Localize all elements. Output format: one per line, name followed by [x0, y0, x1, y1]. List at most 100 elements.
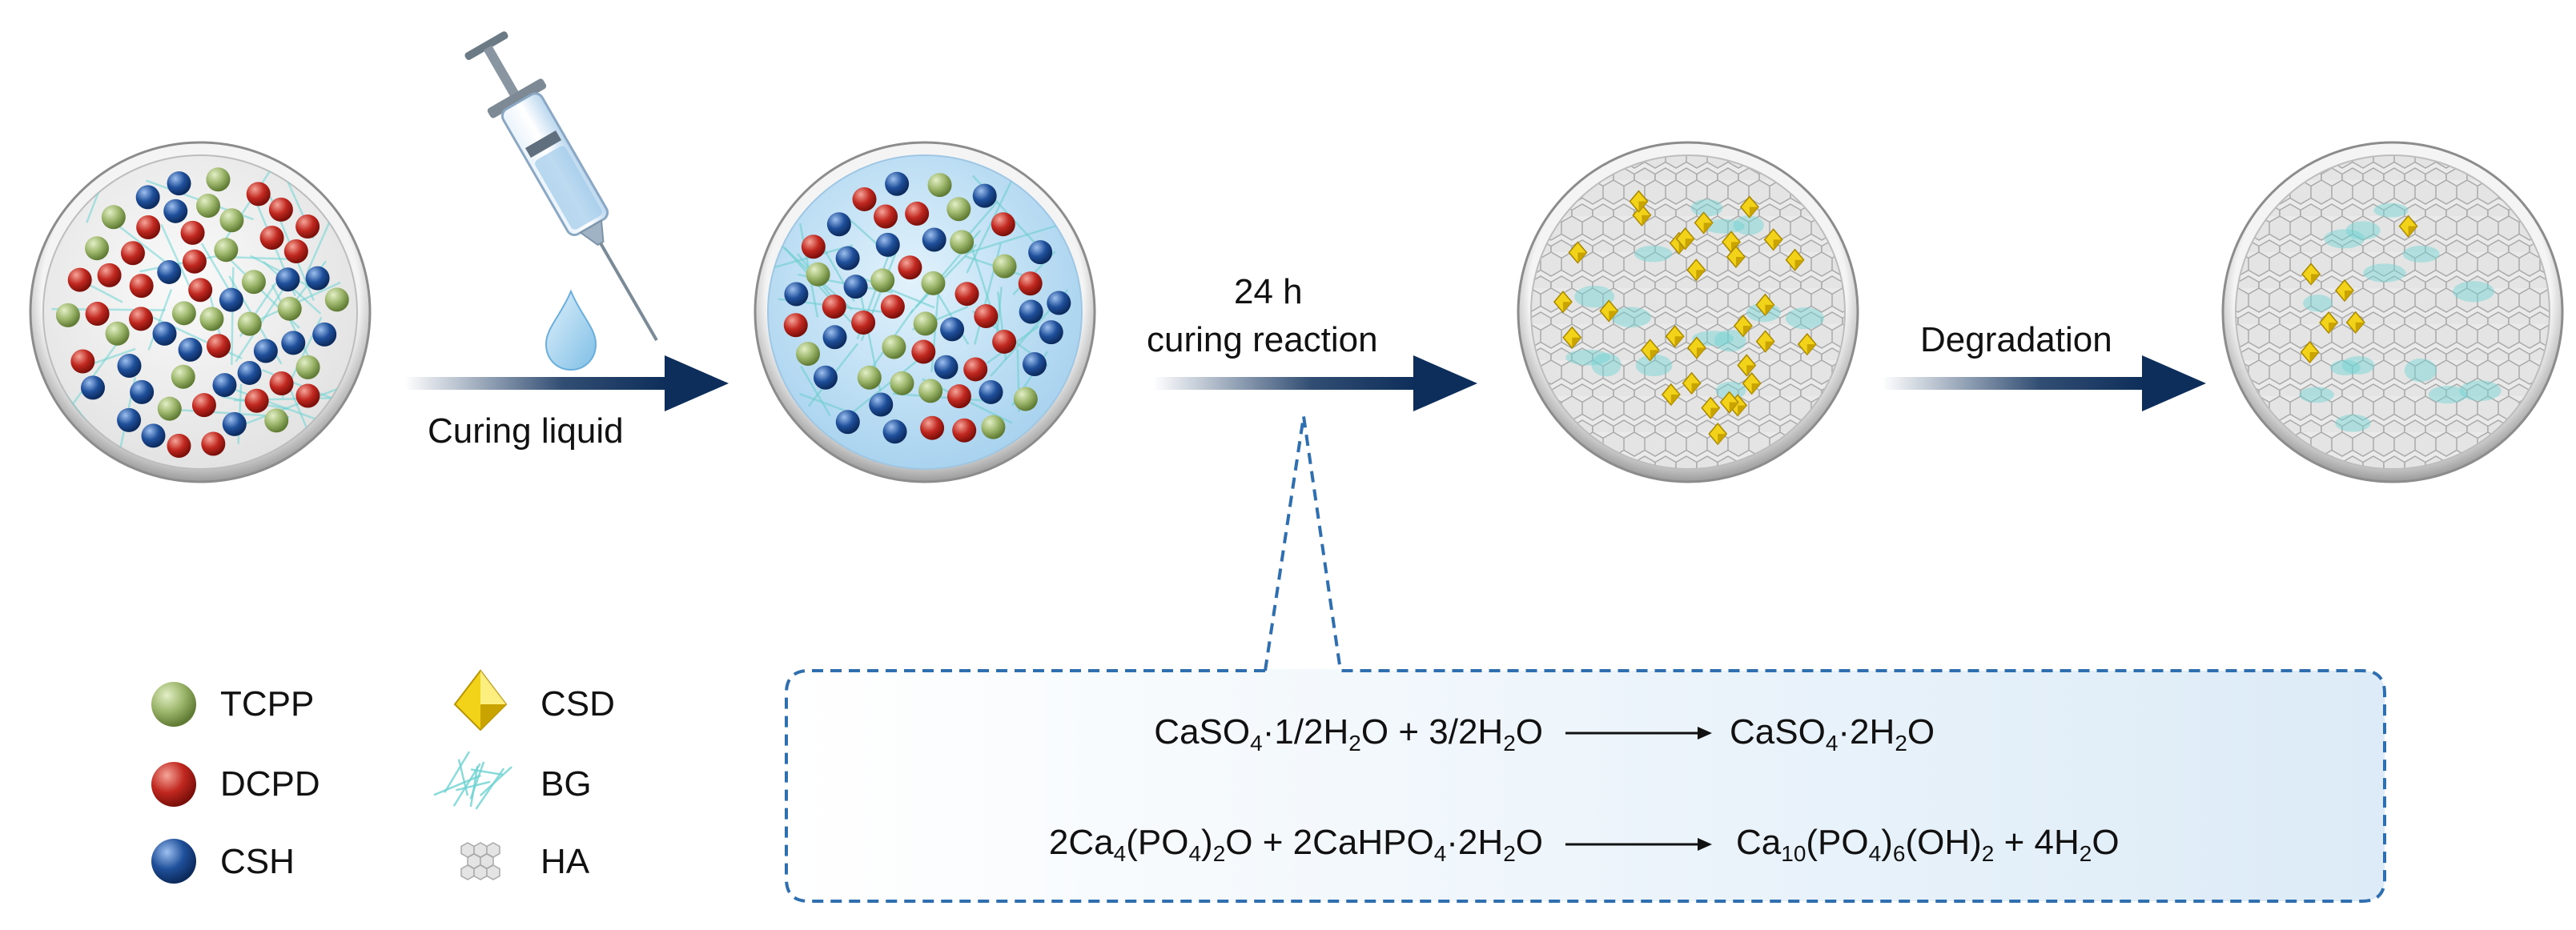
sphere-red-icon: [880, 295, 905, 319]
sphere-green-icon: [806, 262, 830, 287]
yellow-crystal-icon: [1742, 371, 1762, 395]
sphere-green-icon: [171, 301, 196, 326]
sphere-red-icon: [920, 415, 945, 440]
sphere-red-icon: [283, 239, 308, 263]
sphere-blue-icon: [1047, 291, 1071, 315]
bg-fiber: [1702, 218, 1745, 234]
sphere-blue-icon: [1019, 299, 1043, 324]
sphere-blue-icon: [152, 321, 177, 346]
sphere-blue-icon: [934, 355, 958, 379]
yellow-crystal-icon: [1797, 332, 1817, 356]
sphere-red-icon: [974, 303, 999, 328]
equation-1-products: CaSO4·2H2O: [1730, 712, 1935, 756]
sphere-green-icon: [295, 355, 320, 379]
sphere-green-icon: [151, 682, 196, 727]
sphere-blue-icon: [885, 171, 910, 196]
bg-fiber: [1634, 245, 1673, 263]
sphere-red-icon: [954, 282, 979, 307]
sphere-green-icon: [913, 311, 938, 336]
sphere-green-icon: [171, 364, 195, 389]
sphere-red-icon: [1018, 271, 1043, 296]
sphere-blue-icon: [117, 407, 142, 432]
sphere-green-icon: [796, 342, 821, 367]
step-label-curing-time: 24 h: [1234, 272, 1303, 311]
sphere-red-icon: [874, 204, 898, 229]
arrow-curing-liquid: [404, 355, 729, 411]
sphere-blue-icon: [117, 353, 142, 378]
legend-label-csh: CSH: [220, 842, 295, 881]
sphere-red-icon: [259, 226, 284, 251]
bg-fiber: [2404, 358, 2437, 383]
yellow-crystal-icon: [1785, 248, 1805, 271]
bg-fiber: [1714, 330, 1746, 352]
sphere-red-icon: [191, 393, 216, 418]
sphere-blue-icon: [281, 331, 306, 355]
yellow-crystal-icon: [1568, 241, 1588, 264]
sphere-red-icon: [188, 278, 213, 303]
sphere-green-icon: [277, 296, 302, 321]
sphere-green-icon: [927, 173, 952, 198]
sphere-red-icon: [180, 220, 205, 245]
sphere-blue-icon: [130, 379, 155, 404]
syringe-icon: [464, 31, 658, 342]
sphere-green-icon: [870, 268, 895, 293]
sphere-red-icon: [783, 313, 808, 338]
sphere-blue-icon: [940, 317, 965, 342]
sphere-green-icon: [950, 230, 975, 255]
sphere-blue-icon: [835, 246, 860, 271]
bg-fiber: [2324, 229, 2365, 249]
yellow-crystal-icon: [453, 669, 508, 732]
sphere-red-icon: [852, 186, 877, 211]
bg-fiber: [271, 284, 315, 368]
sphere-blue-icon: [979, 379, 1003, 404]
bg-fiber: [2335, 414, 2371, 432]
yellow-crystal-icon: [2335, 279, 2354, 303]
bg-fiber: [306, 218, 332, 272]
sphere-blue-icon: [212, 373, 237, 398]
yellow-crystal-icon: [2319, 311, 2339, 335]
sphere-green-icon: [882, 335, 906, 359]
dish-mixed-powder: [29, 141, 372, 483]
sphere-red-icon: [120, 241, 145, 266]
bg-fiber: [239, 385, 347, 427]
step-label-curing-liquid: Curing liquid: [428, 411, 624, 451]
gray-hexagons-icon: [460, 842, 500, 880]
legend-label-tcpp: TCPP: [220, 684, 315, 724]
sphere-blue-icon: [135, 185, 160, 210]
sphere-blue-icon: [237, 360, 262, 385]
sphere-red-icon: [295, 383, 320, 408]
sphere-red-icon: [992, 329, 1017, 354]
yellow-crystal-icon: [1694, 211, 1714, 235]
yellow-crystal-icon: [1737, 354, 1757, 377]
sphere-blue-icon: [882, 419, 907, 444]
sphere-blue-icon: [1023, 352, 1047, 377]
legend-label-ha: HA: [541, 842, 590, 881]
sphere-green-icon: [214, 238, 239, 263]
sphere-green-icon: [946, 197, 971, 222]
yellow-crystal-icon: [2300, 340, 2320, 364]
sphere-green-icon: [992, 254, 1017, 279]
sphere-blue-icon: [784, 282, 809, 307]
legend-label-csd: CSD: [541, 684, 615, 724]
sphere-green-icon: [55, 303, 80, 327]
sphere-blue-icon: [922, 227, 946, 252]
sphere-blue-icon: [163, 198, 188, 223]
sphere-red-icon: [129, 274, 154, 299]
bg-fiber: [2299, 387, 2334, 403]
sphere-blue-icon: [222, 411, 247, 436]
bg-fiber: [2453, 281, 2495, 303]
sphere-red-icon: [905, 201, 930, 226]
yellow-crystal-icon: [1755, 330, 1775, 353]
bg-fiber: [2363, 263, 2406, 283]
sphere-blue-icon: [151, 839, 196, 884]
yellow-crystal-icon: [2301, 263, 2321, 286]
bg-fiber: [2459, 380, 2502, 402]
sphere-red-icon: [269, 371, 294, 396]
sphere-green-icon: [918, 379, 943, 403]
sphere-green-icon: [981, 415, 1006, 439]
sphere-blue-icon: [275, 267, 300, 292]
sphere-blue-icon: [813, 365, 838, 390]
sphere-red-icon: [70, 349, 95, 374]
teal-fibers-icon: [433, 751, 512, 810]
yellow-crystal-icon: [1726, 245, 1746, 269]
